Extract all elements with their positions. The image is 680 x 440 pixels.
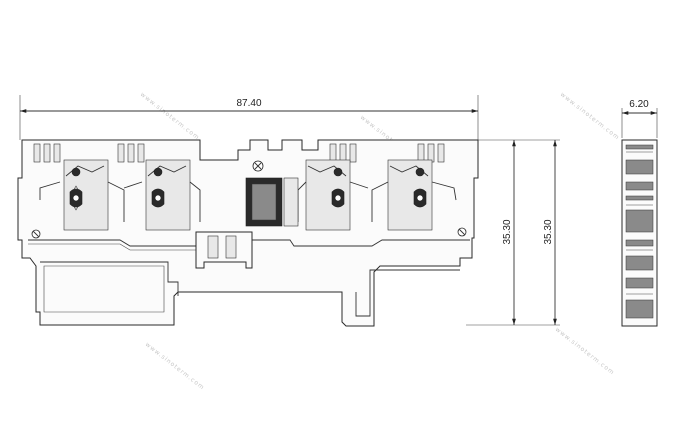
clamp-unit-1: [39, 159, 125, 231]
terminal-block-side-view: [17, 139, 479, 327]
watermark-5: www.sinoterm.com: [554, 326, 616, 377]
width-dimension-label: 87.40: [236, 98, 261, 109]
thickness-dimension: 6.20: [621, 99, 658, 138]
height-dimension-outer-label: 35.30: [543, 219, 554, 244]
side-screws: [31, 227, 467, 239]
clamp-unit-2: [123, 159, 201, 231]
din-mount-right: [355, 269, 460, 317]
watermark-1: www.sinoterm.com: [139, 91, 201, 142]
terminal-block-end-view: [621, 139, 658, 327]
din-mount-left: [40, 261, 179, 296]
clamp-unit-4: [371, 159, 457, 231]
watermark-3: www.sinoterm.com: [559, 91, 621, 142]
height-dimension-outer: 35.30: [520, 139, 560, 326]
thickness-dimension-label: 6.20: [629, 99, 649, 110]
center-disconnect-element: [245, 160, 299, 227]
top-slots: [33, 143, 445, 163]
clamp-unit-3: [297, 159, 369, 231]
watermark-4: www.sinoterm.com: [144, 341, 206, 392]
height-dimension-inner-label: 35.30: [502, 219, 513, 244]
width-dimension: 87.40: [19, 95, 479, 140]
height-dimension-inner: 35.30: [466, 139, 520, 326]
